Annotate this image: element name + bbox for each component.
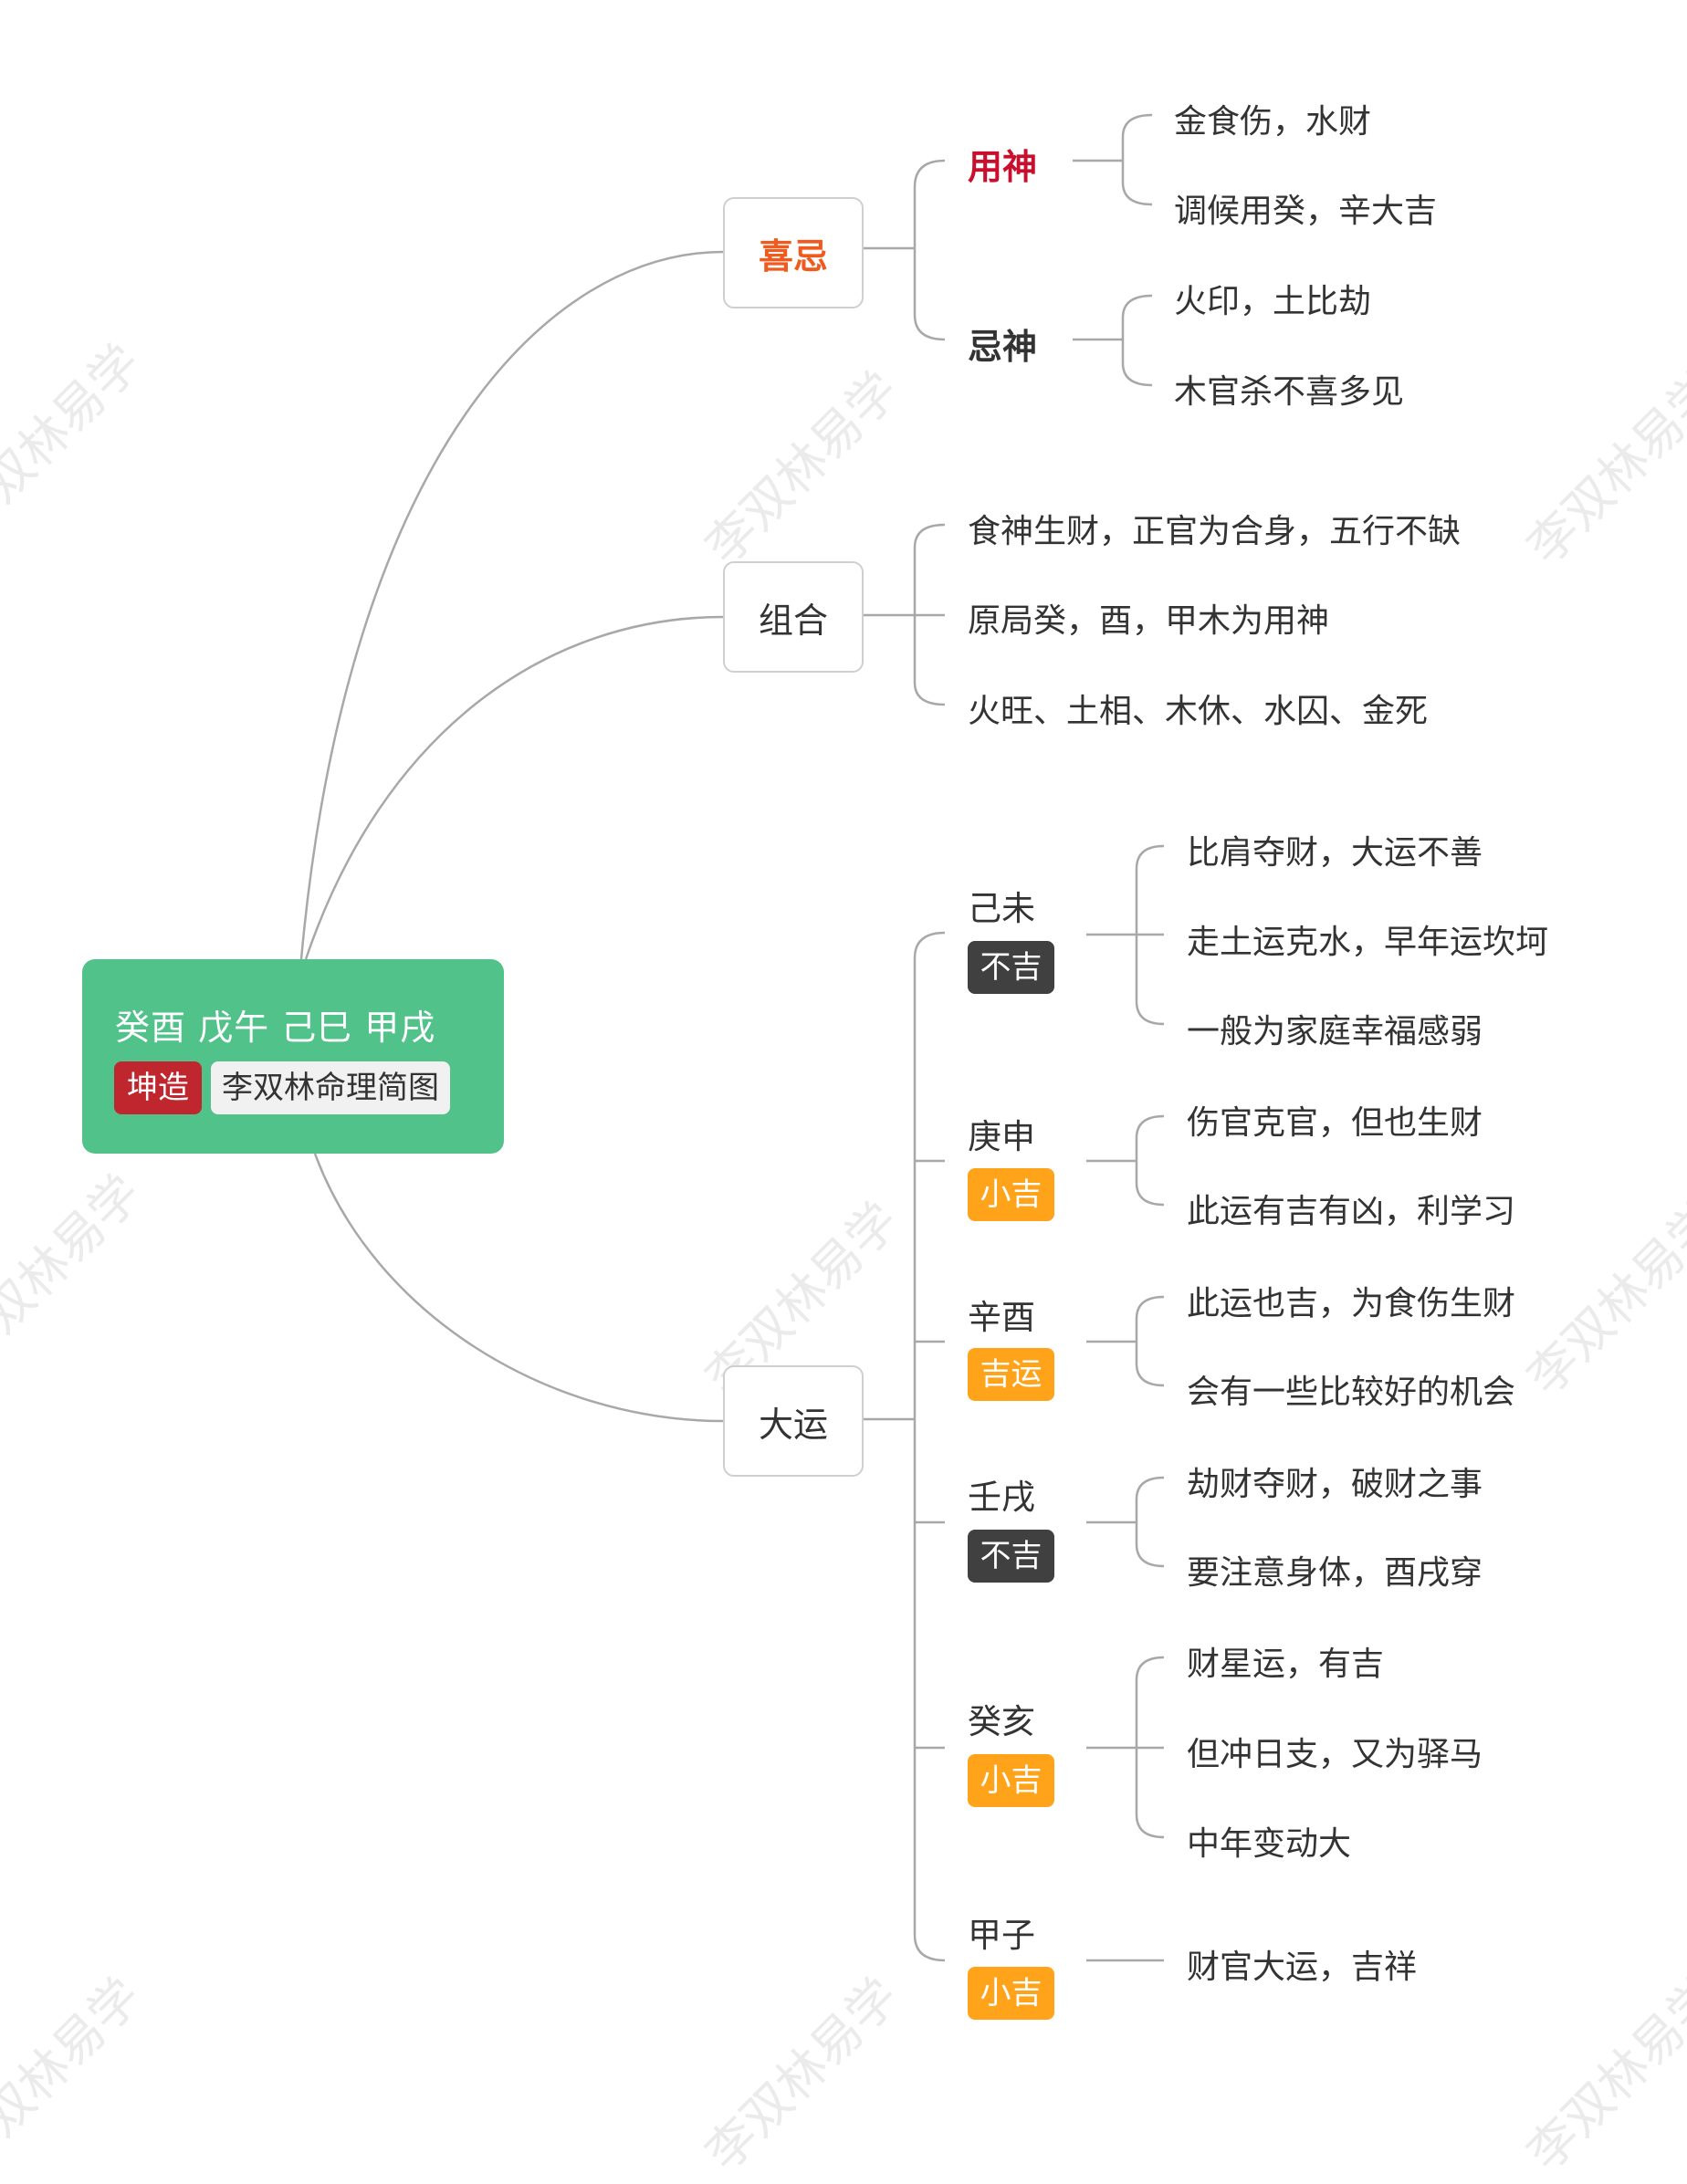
dayun-badge: 小吉 [968,1168,1054,1221]
dayun-period-name[interactable]: 壬戌 [968,1478,1035,1517]
connector-yongshen-bracket [1121,113,1153,206]
dayun-period-name[interactable]: 甲子 [968,1916,1035,1955]
branch-zuhe[interactable]: 组合 [723,561,864,673]
yongshen-label[interactable]: 用神 [968,147,1038,187]
dayun-item: 财官大运，吉祥 [1187,1949,1418,1986]
bazi-pillars: 癸酉 戊午 己巳 甲戌 [115,1008,436,1048]
dayun-badge: 小吉 [968,1967,1054,2020]
dayun-item: 一般为家庭幸福感弱 [1187,1013,1483,1050]
zuhe-item: 食神生财，正官为合身，五行不缺 [968,513,1462,550]
jishen-label[interactable]: 忌神 [968,327,1038,367]
dayun-item: 比肩夺财，大运不善 [1187,834,1483,872]
jishen-item: 火印，土比劫 [1174,283,1372,320]
root-node[interactable]: 癸酉 戊午 己巳 甲戌 坤造 李双林命理简图 [82,959,504,1154]
dayun-item: 此运也吉，为食伤生财 [1187,1285,1516,1322]
connector-root-dayun [313,1153,724,1423]
dayun-badge: 不吉 [968,1530,1054,1583]
yongshen-item: 金食伤，水财 [1174,103,1372,141]
yongshen-item: 调候用癸，辛大吉 [1174,193,1438,230]
dayun-period-name[interactable]: 己未 [968,889,1035,928]
dayun-item: 财星运，有吉 [1187,1646,1385,1683]
chart-name-tag: 李双林命理简图 [211,1061,450,1114]
gender-tag: 坤造 [114,1061,202,1114]
dayun-item: 会有一些比较好的机会 [1187,1374,1516,1411]
dayun-badge: 小吉 [968,1754,1054,1807]
branch-xiji[interactable]: 喜忌 [723,197,864,308]
connector-root-zuhe [304,615,724,960]
mindmap-connectors [299,113,1165,1962]
dayun-item: 但冲日支，又为驿马 [1187,1736,1483,1773]
branch-dayun[interactable]: 大运 [723,1365,864,1477]
dayun-item: 要注意身体，酉戌穿 [1187,1554,1483,1592]
dayun-item: 伤官克官，但也生财 [1187,1104,1483,1142]
dayun-item: 劫财夺财，破财之事 [1187,1466,1483,1503]
dayun-period-name[interactable]: 癸亥 [968,1702,1035,1741]
connector-jishen-bracket [1121,294,1153,387]
jishen-item: 木官杀不喜多见 [1174,373,1405,411]
dayun-period-name[interactable]: 庚申 [968,1117,1035,1156]
dayun-item: 此运有吉有凶，利学习 [1187,1193,1516,1230]
dayun-period-name[interactable]: 辛酉 [968,1298,1035,1337]
connector-xiji-bracket [913,159,946,341]
dayun-badge: 吉运 [968,1348,1054,1401]
zuhe-item: 原局癸，酉，甲木为用神 [968,602,1330,640]
dayun-item: 走土运克水，早年运坎坷 [1187,924,1549,961]
connector-dayun-bracket [913,931,946,1962]
zuhe-item: 火旺、土相、木休、水囚、金死 [968,693,1429,730]
connector-root-xiji [299,250,724,960]
dayun-item: 中年变动大 [1187,1825,1352,1863]
dayun-badge: 不吉 [968,941,1054,994]
